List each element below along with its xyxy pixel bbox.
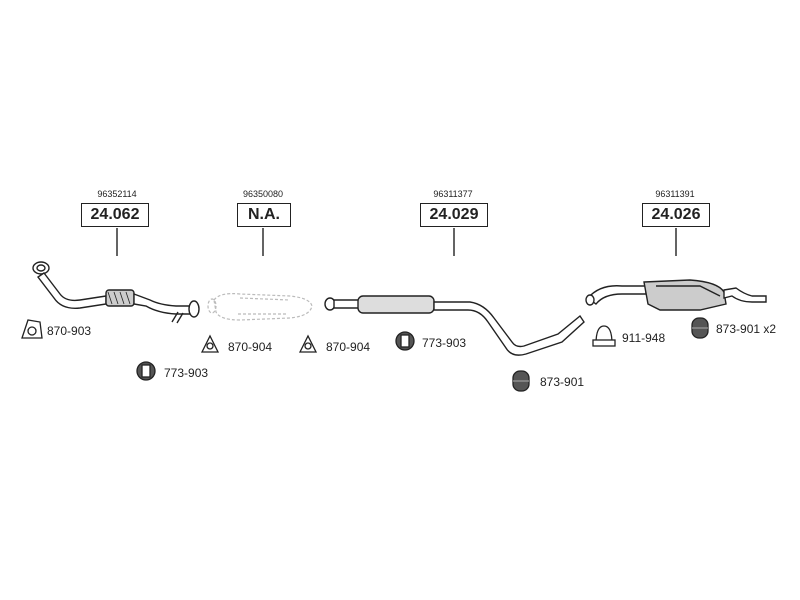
part-code-box[interactable]: 24.029 xyxy=(420,203,488,227)
catalyst-part xyxy=(207,293,313,321)
gasket-triangle-icon xyxy=(200,334,220,353)
fitting-label: 870-904 xyxy=(326,340,371,354)
rear-silencer-part xyxy=(585,279,767,311)
gasket-triangle-icon xyxy=(21,319,43,339)
part-code-box[interactable]: 24.062 xyxy=(81,203,149,227)
fitting-label: 873-901 x2 xyxy=(716,322,777,336)
fitting-label: 870-904 xyxy=(228,340,273,354)
part-code-box[interactable]: N.A. xyxy=(237,203,291,227)
oem-number: 96352114 xyxy=(97,189,137,199)
pipe-clamp-icon xyxy=(592,325,616,347)
fitting-label: 911-948 xyxy=(622,331,666,345)
part-code-box[interactable]: 24.026 xyxy=(642,203,710,227)
oem-number: 96311391 xyxy=(655,189,695,199)
oem-number: 96311377 xyxy=(433,189,473,199)
rubber-mount-icon xyxy=(395,331,415,351)
fitting-label: 870-903 xyxy=(47,324,92,338)
fitting-label: 773-903 xyxy=(422,336,467,350)
fitting-label: 873-901 xyxy=(540,375,585,389)
rubber-mount-icon xyxy=(136,361,156,381)
gasket-triangle-icon xyxy=(298,334,318,353)
oem-number: 96350080 xyxy=(242,189,284,199)
fitting-label: 773-903 xyxy=(164,366,209,380)
middle-pipe-part xyxy=(324,295,585,356)
rubber-hanger-icon xyxy=(512,370,530,392)
rubber-hanger-icon xyxy=(691,317,709,339)
front-pipe-part xyxy=(32,261,200,324)
